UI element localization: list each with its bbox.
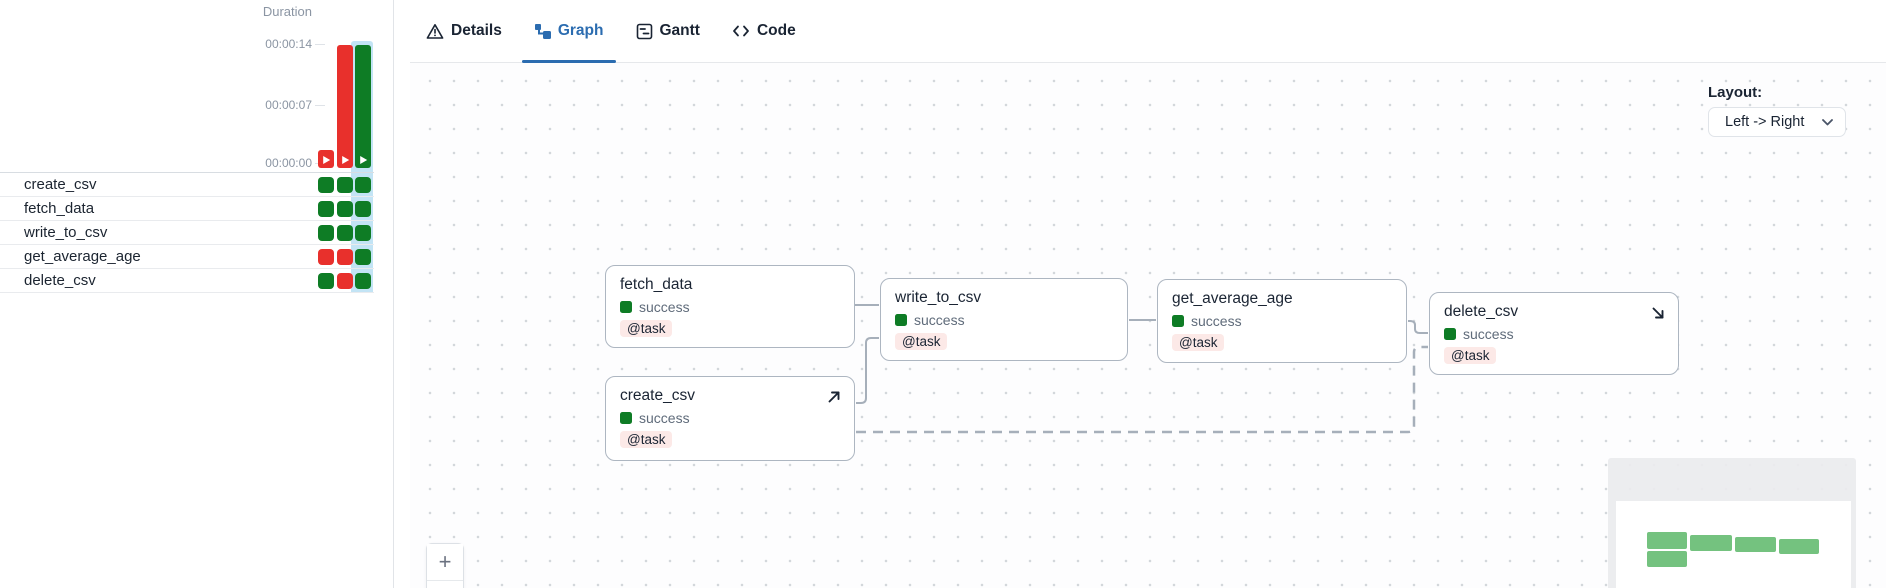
tab-label: Gantt (659, 22, 700, 39)
tab-label: Code (756, 22, 796, 39)
task-decorator-badge: @task (895, 333, 948, 350)
graph-icon (534, 23, 551, 40)
status-square-icon (1172, 315, 1184, 327)
gantt-icon (636, 23, 653, 40)
status-label: success (914, 312, 965, 328)
status-label: success (1191, 313, 1242, 329)
y-axis-tick: 00:00:14 (265, 37, 312, 51)
tab-code[interactable]: Code (716, 0, 812, 62)
task-row[interactable]: create_csv (0, 173, 374, 197)
task-name: fetch_data (24, 200, 95, 217)
status-label: success (639, 410, 690, 426)
minimap-node (1735, 537, 1776, 552)
task-node-create_csv[interactable]: create_csv success @task (605, 376, 855, 461)
status-label: success (639, 299, 690, 315)
gridline (315, 105, 325, 106)
minimap-node (1647, 551, 1687, 567)
task-row[interactable]: fetch_data (0, 197, 374, 221)
tab-bar: Details Graph Gantt (410, 0, 1886, 63)
task-row[interactable]: delete_csv (0, 269, 374, 293)
task-instance-square[interactable] (355, 225, 371, 241)
arrow-down-right-icon[interactable] (1650, 305, 1666, 326)
play-icon (360, 156, 368, 164)
task-instance-square[interactable] (318, 225, 334, 241)
task-instance-square[interactable] (337, 225, 353, 241)
play-icon (342, 156, 350, 164)
tab-details[interactable]: Details (410, 0, 518, 62)
task-instance-square[interactable] (355, 273, 371, 289)
task-node-status: success (1172, 313, 1392, 329)
task-grid: create_csv fetch_data write_to_csv get_a… (0, 172, 374, 293)
dag-run-duration-bar[interactable] (337, 45, 353, 168)
minimap-node (1690, 535, 1732, 551)
task-name: get_average_age (24, 248, 141, 265)
y-axis-tick: 00:00:00 (265, 156, 312, 170)
layout-label: Layout: (1708, 84, 1763, 101)
task-node-status: success (1444, 326, 1664, 342)
warning-triangle-icon (426, 23, 444, 40)
task-instance-square[interactable] (337, 273, 353, 289)
task-row[interactable]: get_average_age (0, 245, 374, 269)
chevron-down-icon (1822, 114, 1833, 130)
layout-select[interactable]: Left -> Right (1708, 107, 1846, 137)
task-decorator-badge: @task (620, 320, 673, 337)
task-node-write_to_csv[interactable]: write_to_csv success @task (880, 278, 1128, 361)
tab-gantt[interactable]: Gantt (620, 0, 716, 62)
minimap-node (1779, 539, 1819, 554)
dag-run-duration-bar[interactable] (355, 45, 371, 168)
zoom-controls: + (426, 543, 464, 588)
tab-label: Details (451, 22, 502, 39)
task-name: create_csv (24, 176, 97, 193)
task-instance-square[interactable] (355, 201, 371, 217)
task-node-fetch_data[interactable]: fetch_data success @task (605, 265, 855, 348)
code-icon (732, 23, 750, 39)
task-instance-square[interactable] (355, 249, 371, 265)
task-node-get_average_age[interactable]: get_average_age success @task (1157, 279, 1407, 363)
task-instance-square[interactable] (318, 201, 334, 217)
task-node-title: get_average_age (1172, 290, 1293, 307)
status-square-icon (895, 314, 907, 326)
task-instance-square[interactable] (337, 249, 353, 265)
task-instance-square[interactable] (318, 273, 334, 289)
dag-run-duration-bar[interactable] (318, 150, 334, 168)
task-instance-square[interactable] (318, 249, 334, 265)
task-name: write_to_csv (24, 224, 108, 241)
duration-chart-title: Duration (262, 4, 312, 19)
task-decorator-badge: @task (1172, 334, 1225, 351)
task-node-delete_csv[interactable]: delete_csv success @task (1429, 292, 1679, 375)
zoom-out-button[interactable] (427, 580, 463, 588)
task-node-status: success (620, 299, 840, 315)
status-square-icon (620, 412, 632, 424)
task-decorator-badge: @task (1444, 347, 1497, 364)
play-icon (323, 156, 331, 164)
zoom-in-button[interactable]: + (427, 544, 463, 580)
task-instance-square[interactable] (337, 177, 353, 193)
status-square-icon (620, 301, 632, 313)
task-name: delete_csv (24, 272, 96, 289)
minimap-node (1647, 532, 1687, 549)
task-decorator-badge: @task (620, 431, 673, 448)
tab-graph[interactable]: Graph (518, 0, 620, 63)
task-node-title: write_to_csv (895, 289, 982, 306)
arrow-up-right-icon[interactable] (826, 389, 842, 410)
task-instance-square[interactable] (337, 201, 353, 217)
tab-label: Graph (557, 22, 604, 39)
task-node-title: create_csv (620, 387, 695, 404)
task-instance-square[interactable] (355, 177, 371, 193)
task-instance-square[interactable] (318, 177, 334, 193)
status-square-icon (1444, 328, 1456, 340)
status-label: success (1463, 326, 1514, 342)
task-node-status: success (895, 312, 1113, 328)
task-node-status: success (620, 410, 840, 426)
panel-divider (393, 0, 394, 588)
task-node-title: fetch_data (620, 276, 693, 293)
task-row[interactable]: write_to_csv (0, 221, 374, 245)
task-node-title: delete_csv (1444, 303, 1519, 320)
y-axis-tick: 00:00:07 (265, 98, 312, 112)
minimap[interactable] (1608, 458, 1856, 588)
layout-select-value: Left -> Right (1725, 114, 1805, 130)
gridline (315, 44, 325, 45)
